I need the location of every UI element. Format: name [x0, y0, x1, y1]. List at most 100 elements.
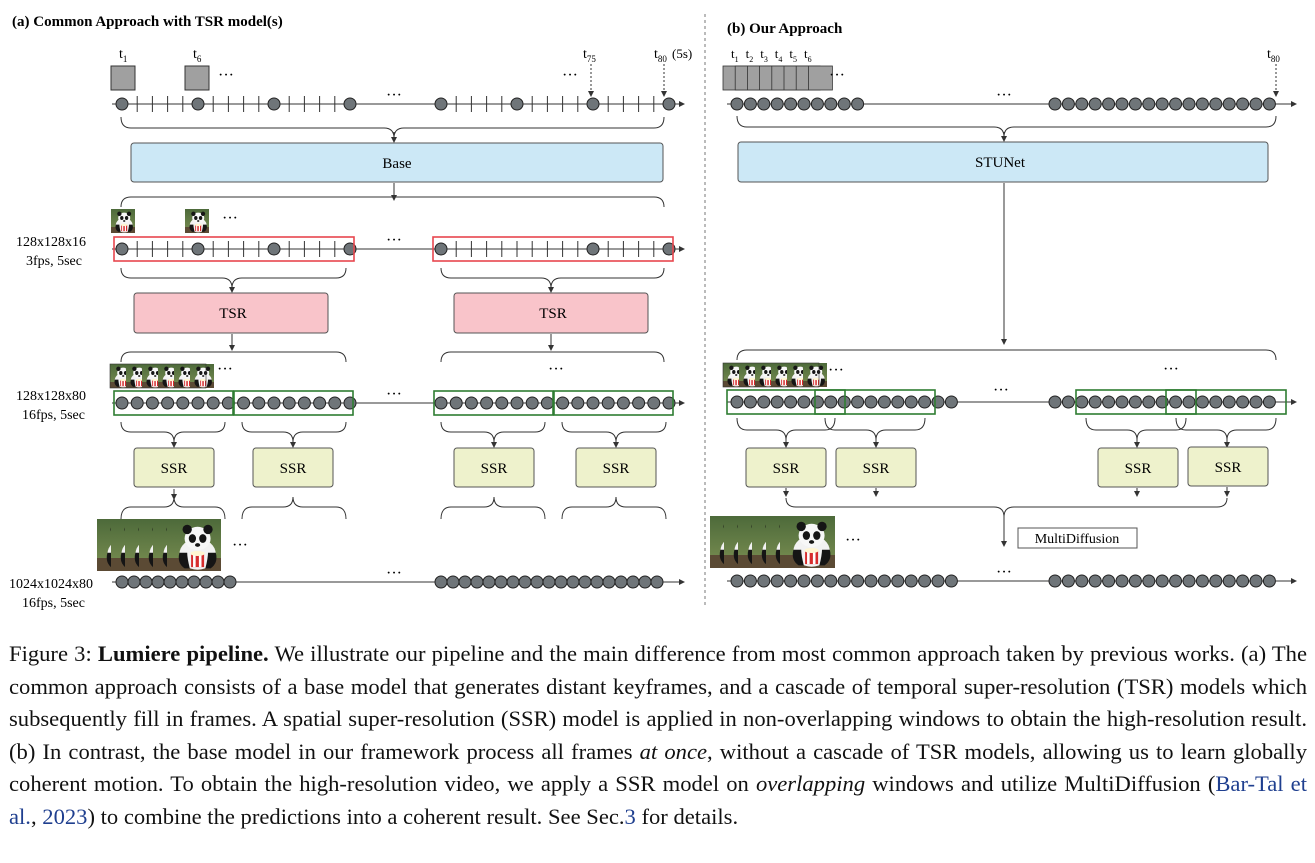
panda-thumbnail [169, 519, 221, 571]
ellipsis: ··· [386, 232, 402, 249]
frame-node [1222, 97, 1236, 111]
frame-node [1155, 97, 1169, 111]
frame-node [730, 97, 744, 111]
frame-node [175, 575, 189, 589]
frame-node [931, 395, 945, 409]
ellipsis: ··· [1163, 361, 1179, 378]
frame-node [446, 575, 460, 589]
frame-node [470, 575, 484, 589]
frame-node [518, 575, 532, 589]
base-model-box [130, 142, 664, 183]
frame-node [797, 395, 811, 409]
multidiffusion-label: MultiDiffusion [1035, 532, 1120, 547]
frame-node [904, 574, 918, 588]
section-ref-link[interactable]: 3 [624, 803, 636, 829]
frame-node [191, 97, 205, 111]
ssr-window-3 [433, 390, 554, 416]
frame-node [282, 396, 296, 410]
frame-node [252, 396, 266, 410]
panel-b-title: (b) Our Approach [727, 21, 843, 37]
frame-node [770, 97, 784, 111]
frame-node [1061, 574, 1075, 588]
frame-node [586, 396, 600, 410]
frame-node [918, 574, 932, 588]
ssr-box [453, 447, 535, 488]
ssr-label: SSR [1215, 460, 1242, 476]
frame-node [1061, 97, 1075, 111]
ellipsis: ··· [996, 87, 1012, 104]
frame-border [109, 363, 207, 389]
frame-node [1142, 574, 1156, 588]
all-frames-keyframes [722, 65, 833, 91]
ssr-label: SSR [863, 461, 890, 477]
frame-node [115, 242, 129, 256]
ssr-window-2 [233, 390, 354, 416]
frame-node [1182, 574, 1196, 588]
frame-node [1128, 395, 1142, 409]
caption-emphasis: overlapping [755, 771, 866, 796]
ellipsis: ··· [218, 67, 234, 84]
ellipsis: ··· [222, 210, 238, 227]
frame-node [1262, 97, 1276, 111]
ssr-label: SSR [773, 461, 800, 477]
panda-frames-strip [722, 362, 827, 388]
citation-year-link[interactable]: 2023 [42, 803, 88, 829]
ssr-box [835, 447, 917, 488]
frame-node [1115, 97, 1129, 111]
frame-node [434, 575, 448, 589]
frame-t-label: t3 [760, 46, 768, 64]
frame-node [1262, 574, 1276, 588]
citation-link[interactable]: Bar-Tal et al. [9, 771, 1307, 829]
timeline-hires-frames: ··· [727, 564, 1297, 588]
frame-node [145, 396, 159, 410]
frame-node [1236, 574, 1250, 588]
frame-node [343, 97, 357, 111]
frame-node [1088, 395, 1102, 409]
frame-node [510, 396, 524, 410]
frame-node [638, 575, 652, 589]
frame-node [578, 575, 592, 589]
frame-node [494, 575, 508, 589]
frame-node [530, 575, 544, 589]
ssr-box [252, 447, 334, 488]
frame-node [297, 396, 311, 410]
frame-node [662, 97, 676, 111]
frame-node [115, 97, 129, 111]
frame-node [626, 575, 640, 589]
frame-node [191, 242, 205, 256]
frame-node [1169, 574, 1183, 588]
frame-node [662, 396, 676, 410]
tsr-box-1 [133, 292, 329, 334]
ssr-box [575, 447, 657, 488]
ellipsis: ··· [562, 67, 578, 84]
frame-node [1102, 395, 1116, 409]
panda-thumbnail [111, 209, 135, 233]
frame-node [449, 396, 463, 410]
frame-node [267, 97, 281, 111]
frame-node [784, 97, 798, 111]
frame-t-label: t5 [789, 46, 797, 64]
frame-node [837, 574, 851, 588]
ellipsis: ··· [386, 565, 402, 582]
frame-node [1236, 395, 1250, 409]
frame-node [151, 575, 165, 589]
frame-node [1182, 97, 1196, 111]
figure-caption: Figure 3: Lumiere pipeline. We illustrat… [9, 638, 1307, 833]
caption-text: , [30, 803, 43, 829]
panda-frames-strip [109, 363, 214, 389]
frame-node [770, 574, 784, 588]
frame-node [662, 242, 676, 256]
frame-node [1102, 97, 1116, 111]
caption-title: Lumiere pipeline. [97, 641, 269, 666]
ssr-label: SSR [1125, 461, 1152, 477]
frame-node [540, 396, 554, 410]
row3-fps: 16fps, 5sec [22, 596, 85, 611]
frame-node [480, 396, 494, 410]
tsr-box-2 [453, 292, 649, 334]
ssr-overlap-window-2 [814, 389, 936, 415]
frame-node [556, 396, 570, 410]
frame-node [458, 575, 472, 589]
ssr-overlap-window-4 [1165, 389, 1287, 415]
stunet-label: STUNet [975, 155, 1026, 171]
row3-resolution: 1024x1024x80 [9, 577, 93, 592]
